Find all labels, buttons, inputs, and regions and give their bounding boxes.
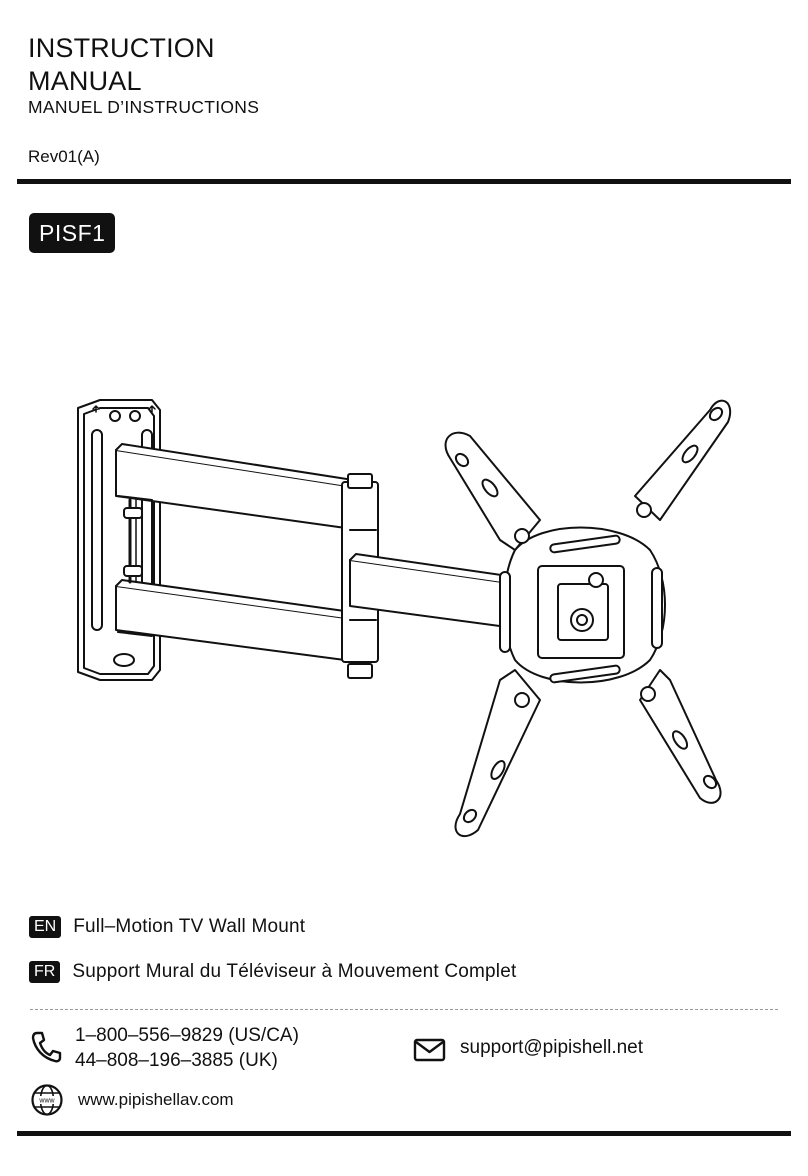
title-line-1: INSTRUCTION bbox=[28, 33, 215, 63]
phone-us-ca: 1–800–556–9829 (US/CA) bbox=[75, 1025, 299, 1046]
description-en: EN Full–Motion TV Wall Mount bbox=[29, 916, 305, 938]
phone-numbers: 1–800–556–9829 (US/CA) 44–808–196–3885 (… bbox=[75, 1023, 299, 1073]
model-badge: PISF1 bbox=[29, 213, 116, 253]
bottom-divider bbox=[17, 1131, 791, 1136]
website-link[interactable]: www.pipishellav.com bbox=[78, 1090, 234, 1109]
title-line-2: MANUAL bbox=[28, 66, 142, 96]
lang-badge-en: EN bbox=[29, 916, 62, 938]
dashed-divider bbox=[30, 1009, 778, 1010]
phone-uk: 44–808–196–3885 (UK) bbox=[75, 1050, 278, 1071]
revision-label: Rev01(A) bbox=[28, 147, 100, 166]
lang-badge-fr: FR bbox=[29, 961, 61, 983]
vesa-bracket bbox=[444, 399, 731, 837]
top-divider bbox=[17, 179, 791, 184]
manual-title: INSTRUCTION MANUAL bbox=[28, 32, 215, 98]
manual-subtitle-fr: MANUEL D’INSTRUCTIONS bbox=[28, 97, 260, 117]
wall-plate bbox=[77, 399, 161, 681]
description-fr: FR Support Mural du Téléviseur à Mouveme… bbox=[29, 961, 516, 983]
description-text-fr: Support Mural du Téléviseur à Mouvement … bbox=[72, 961, 517, 982]
envelope-icon bbox=[413, 1038, 446, 1062]
support-email: support@pipishell.net bbox=[460, 1037, 644, 1058]
globe-label: www bbox=[38, 1098, 55, 1105]
tv-wall-mount-illustration bbox=[77, 399, 731, 837]
description-text-en: Full–Motion TV Wall Mount bbox=[73, 916, 306, 937]
globe-icon: www bbox=[31, 1084, 63, 1116]
phone-icon bbox=[31, 1031, 62, 1063]
